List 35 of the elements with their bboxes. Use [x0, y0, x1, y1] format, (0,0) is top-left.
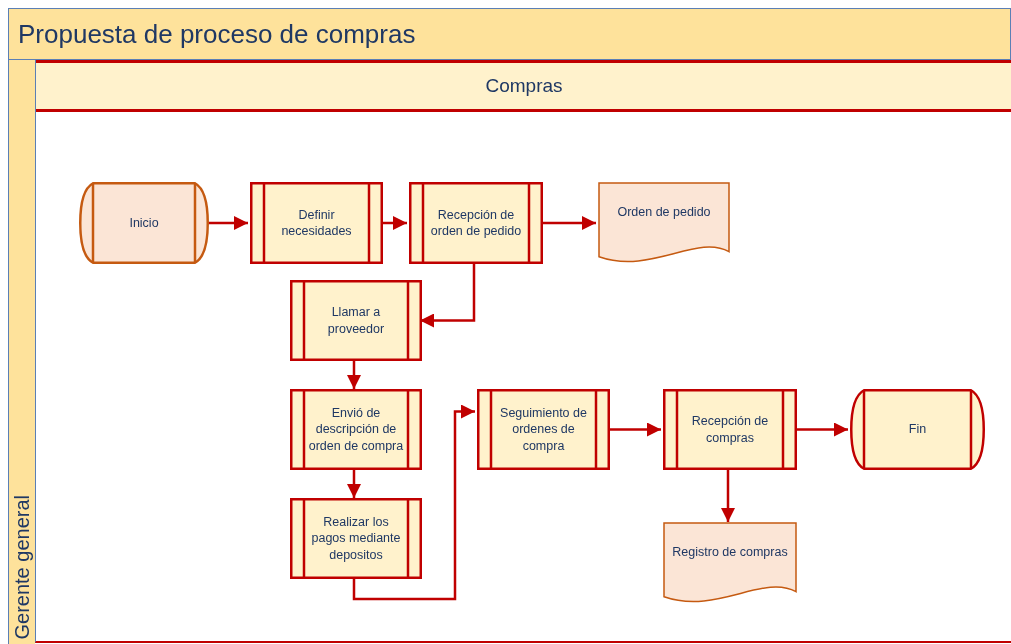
- node-label: Registro de compras: [671, 543, 789, 561]
- process-box: [290, 389, 422, 470]
- node-label: Recepción de orden de pedido: [429, 206, 523, 240]
- arrow: [347, 470, 361, 498]
- node-label: Seguimiento de ordenes de compra: [499, 405, 588, 455]
- node-label: Realizar los pagos mediante depositos: [310, 514, 402, 564]
- node-label: Recepción de compras: [690, 413, 770, 447]
- arrow: [381, 216, 407, 230]
- terminal-shape: [850, 389, 985, 470]
- node-label: Envió de descripción de orden de compra: [307, 405, 405, 455]
- process-box: [409, 182, 543, 264]
- process-box: [477, 389, 610, 470]
- lane-header: Compras: [36, 60, 1011, 112]
- arrow: [207, 216, 248, 230]
- arrow: [352, 404, 475, 601]
- node-label: Definir necesidades: [280, 206, 353, 240]
- node-label: Llamar a proveedor: [326, 304, 386, 338]
- arrow: [347, 361, 361, 389]
- arrow: [420, 264, 476, 328]
- node-label: Inicio: [128, 214, 160, 232]
- process-box: [663, 389, 797, 470]
- terminal-shape: [79, 182, 209, 264]
- process-box: [250, 182, 383, 264]
- title-banner: Propuesta de proceso de compras: [8, 8, 1011, 60]
- arrow: [608, 422, 661, 437]
- process-box: [290, 498, 422, 579]
- arrow: [795, 422, 848, 437]
- document-shape: [598, 182, 730, 265]
- arrow: [541, 216, 596, 230]
- arrow: [721, 470, 735, 522]
- node-label: Fin: [907, 421, 928, 439]
- node-label: Orden de pedido: [616, 203, 712, 221]
- document-shape: [663, 522, 797, 605]
- lane-label: Gerente general: [10, 495, 34, 640]
- process-box: [290, 280, 422, 361]
